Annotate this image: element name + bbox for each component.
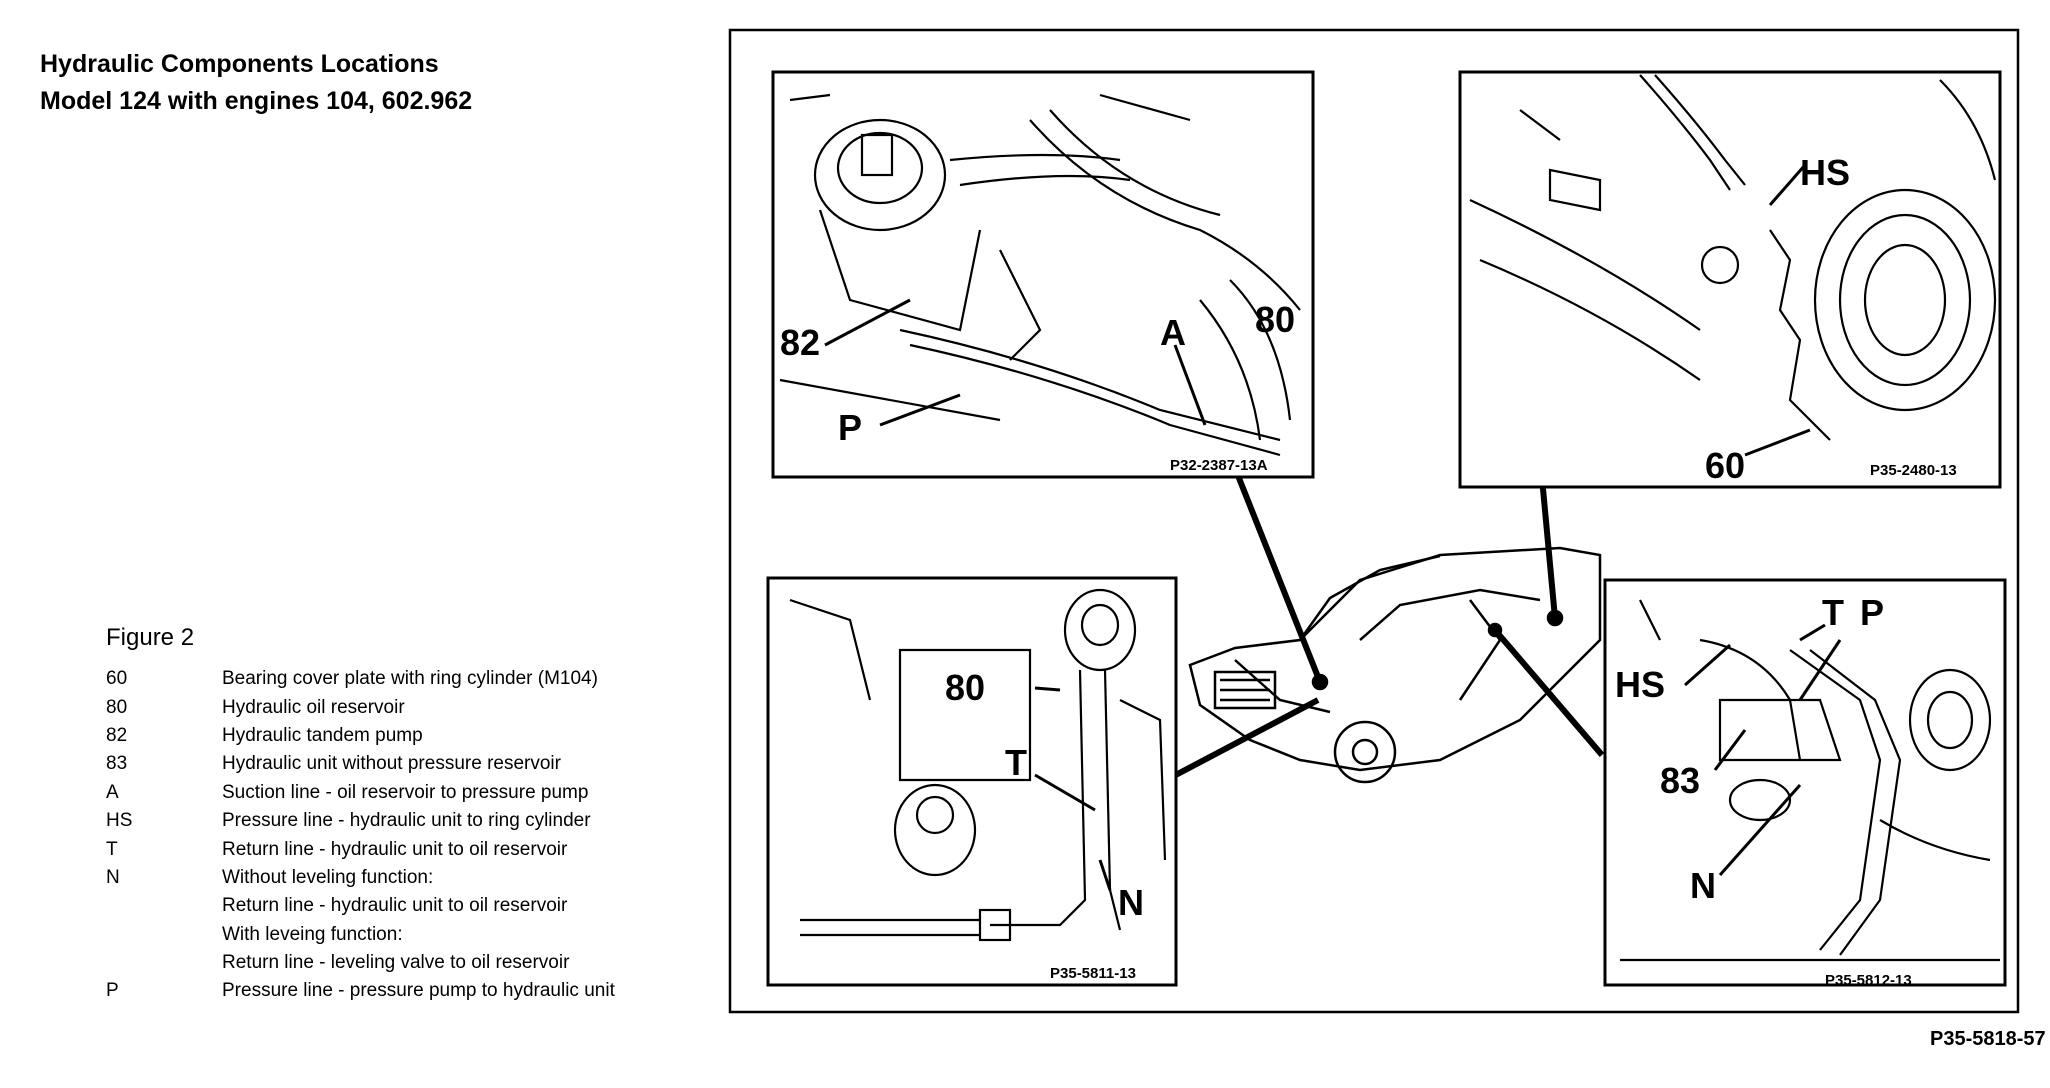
label-80-bottom-left: 80 [945, 667, 985, 708]
label-A: A [1160, 312, 1186, 353]
label-82: 82 [780, 322, 820, 363]
legend-row: 60 Bearing cover plate with ring cylinder… [106, 665, 615, 693]
legend-text: With leveing function: [222, 923, 403, 945]
legend-key: 82 [106, 724, 128, 746]
label-80-top-left: 80 [1255, 299, 1295, 340]
legend-row: 82 Hydraulic tandem pump [106, 722, 615, 750]
legend-row: A Suction line - oil reservoir to pressur… [106, 779, 615, 807]
legend-text: Bearing cover plate with ring cylinder (… [222, 668, 598, 690]
figure-code: P35-5818-57 [1930, 1028, 2046, 1050]
figure-label: Figure 2 [106, 624, 195, 651]
legend-text: Hydraulic unit without pressure reservoi… [222, 753, 561, 775]
leader-bottom-left [1168, 697, 1320, 781]
legend-key: HS [106, 810, 133, 832]
legend-row: 83 Hydraulic unit without pressure reserv… [106, 750, 615, 778]
legend: 60 Bearing cover plate with ring cylinder… [106, 665, 615, 1006]
panel-bottom-left: 80 T N P35-5811-13 [766, 576, 1178, 987]
panel-bottom-right: T P HS 83 N P35-5812-13 [1603, 578, 2007, 989]
legend-key: T [106, 838, 118, 860]
legend-text: Hydraulic oil reservoir [222, 696, 405, 718]
legend-text: Return line - hydraulic unit to oil rese… [222, 838, 568, 860]
panel-top-right: HS 60 P35-2480-13 [1458, 70, 2002, 489]
label-T-bottom-right: T [1822, 592, 1844, 633]
legend-row: 80 Hydraulic oil reservoir [106, 693, 615, 721]
title: Hydraulic Components Locations Model 124… [40, 46, 472, 120]
label-N-bottom-left: N [1118, 882, 1144, 923]
label-60: 60 [1705, 445, 1745, 486]
legend-text: Hydraulic tandem pump [222, 724, 423, 746]
legend-key: A [106, 781, 119, 803]
legend-row: T Return line - hydraulic unit to oil res… [106, 835, 615, 863]
title-line-1: Hydraulic Components Locations [40, 50, 439, 78]
legend-key: 80 [106, 696, 128, 718]
panel-code-top-left: P32-2387-13A [1170, 457, 1268, 474]
legend-row: N Without leveling function: [106, 864, 615, 892]
label-N-bottom-right: N [1690, 865, 1716, 906]
legend-key: 60 [106, 668, 128, 690]
panel-top-left: 82 P A 80 P32-2387-13A [771, 70, 1315, 479]
panel-code-bottom-left: P35-5811-13 [1050, 965, 1136, 982]
label-HS-bottom-right: HS [1615, 664, 1665, 705]
panel-code-bottom-right: P35-5812-13 [1825, 972, 1912, 989]
label-83: 83 [1660, 760, 1700, 801]
legend-text: Without leveling function: [222, 866, 434, 888]
label-HS-top-right: HS [1800, 152, 1850, 193]
label-P-top-left: P [838, 407, 862, 448]
legend-text: Return line - hydraulic unit to oil rese… [222, 895, 568, 917]
label-T-bottom-left: T [1005, 742, 1027, 783]
car-illustration [1188, 546, 1602, 784]
legend-text: Suction line - oil reservoir to pressure… [222, 781, 589, 803]
legend-text: Pressure line - pressure pump to hydraul… [222, 980, 615, 1002]
legend-row: With leveing function: [106, 921, 615, 949]
legend-row: Return line - leveling valve to oil rese… [106, 949, 615, 977]
label-P-bottom-right: P [1860, 592, 1884, 633]
legend-key: N [106, 866, 120, 888]
legend-row: Return line - hydraulic unit to oil rese… [106, 892, 615, 920]
title-line-2: Model 124 with engines 104, 602.962 [40, 87, 473, 115]
leader-top-left [1232, 466, 1323, 684]
diagram-frame [728, 28, 2020, 1014]
legend-row: P Pressure line - pressure pump to hydrau… [106, 977, 615, 1005]
legend-row: HS Pressure line - hydraulic unit to ring… [106, 807, 615, 835]
legend-text: Return line - leveling valve to oil rese… [222, 952, 570, 974]
panel-code-top-right: P35-2480-13 [1870, 462, 1957, 479]
legend-text: Pressure line - hydraulic unit to ring c… [222, 810, 591, 832]
legend-key: 83 [106, 753, 128, 775]
legend-key: P [106, 980, 119, 1002]
